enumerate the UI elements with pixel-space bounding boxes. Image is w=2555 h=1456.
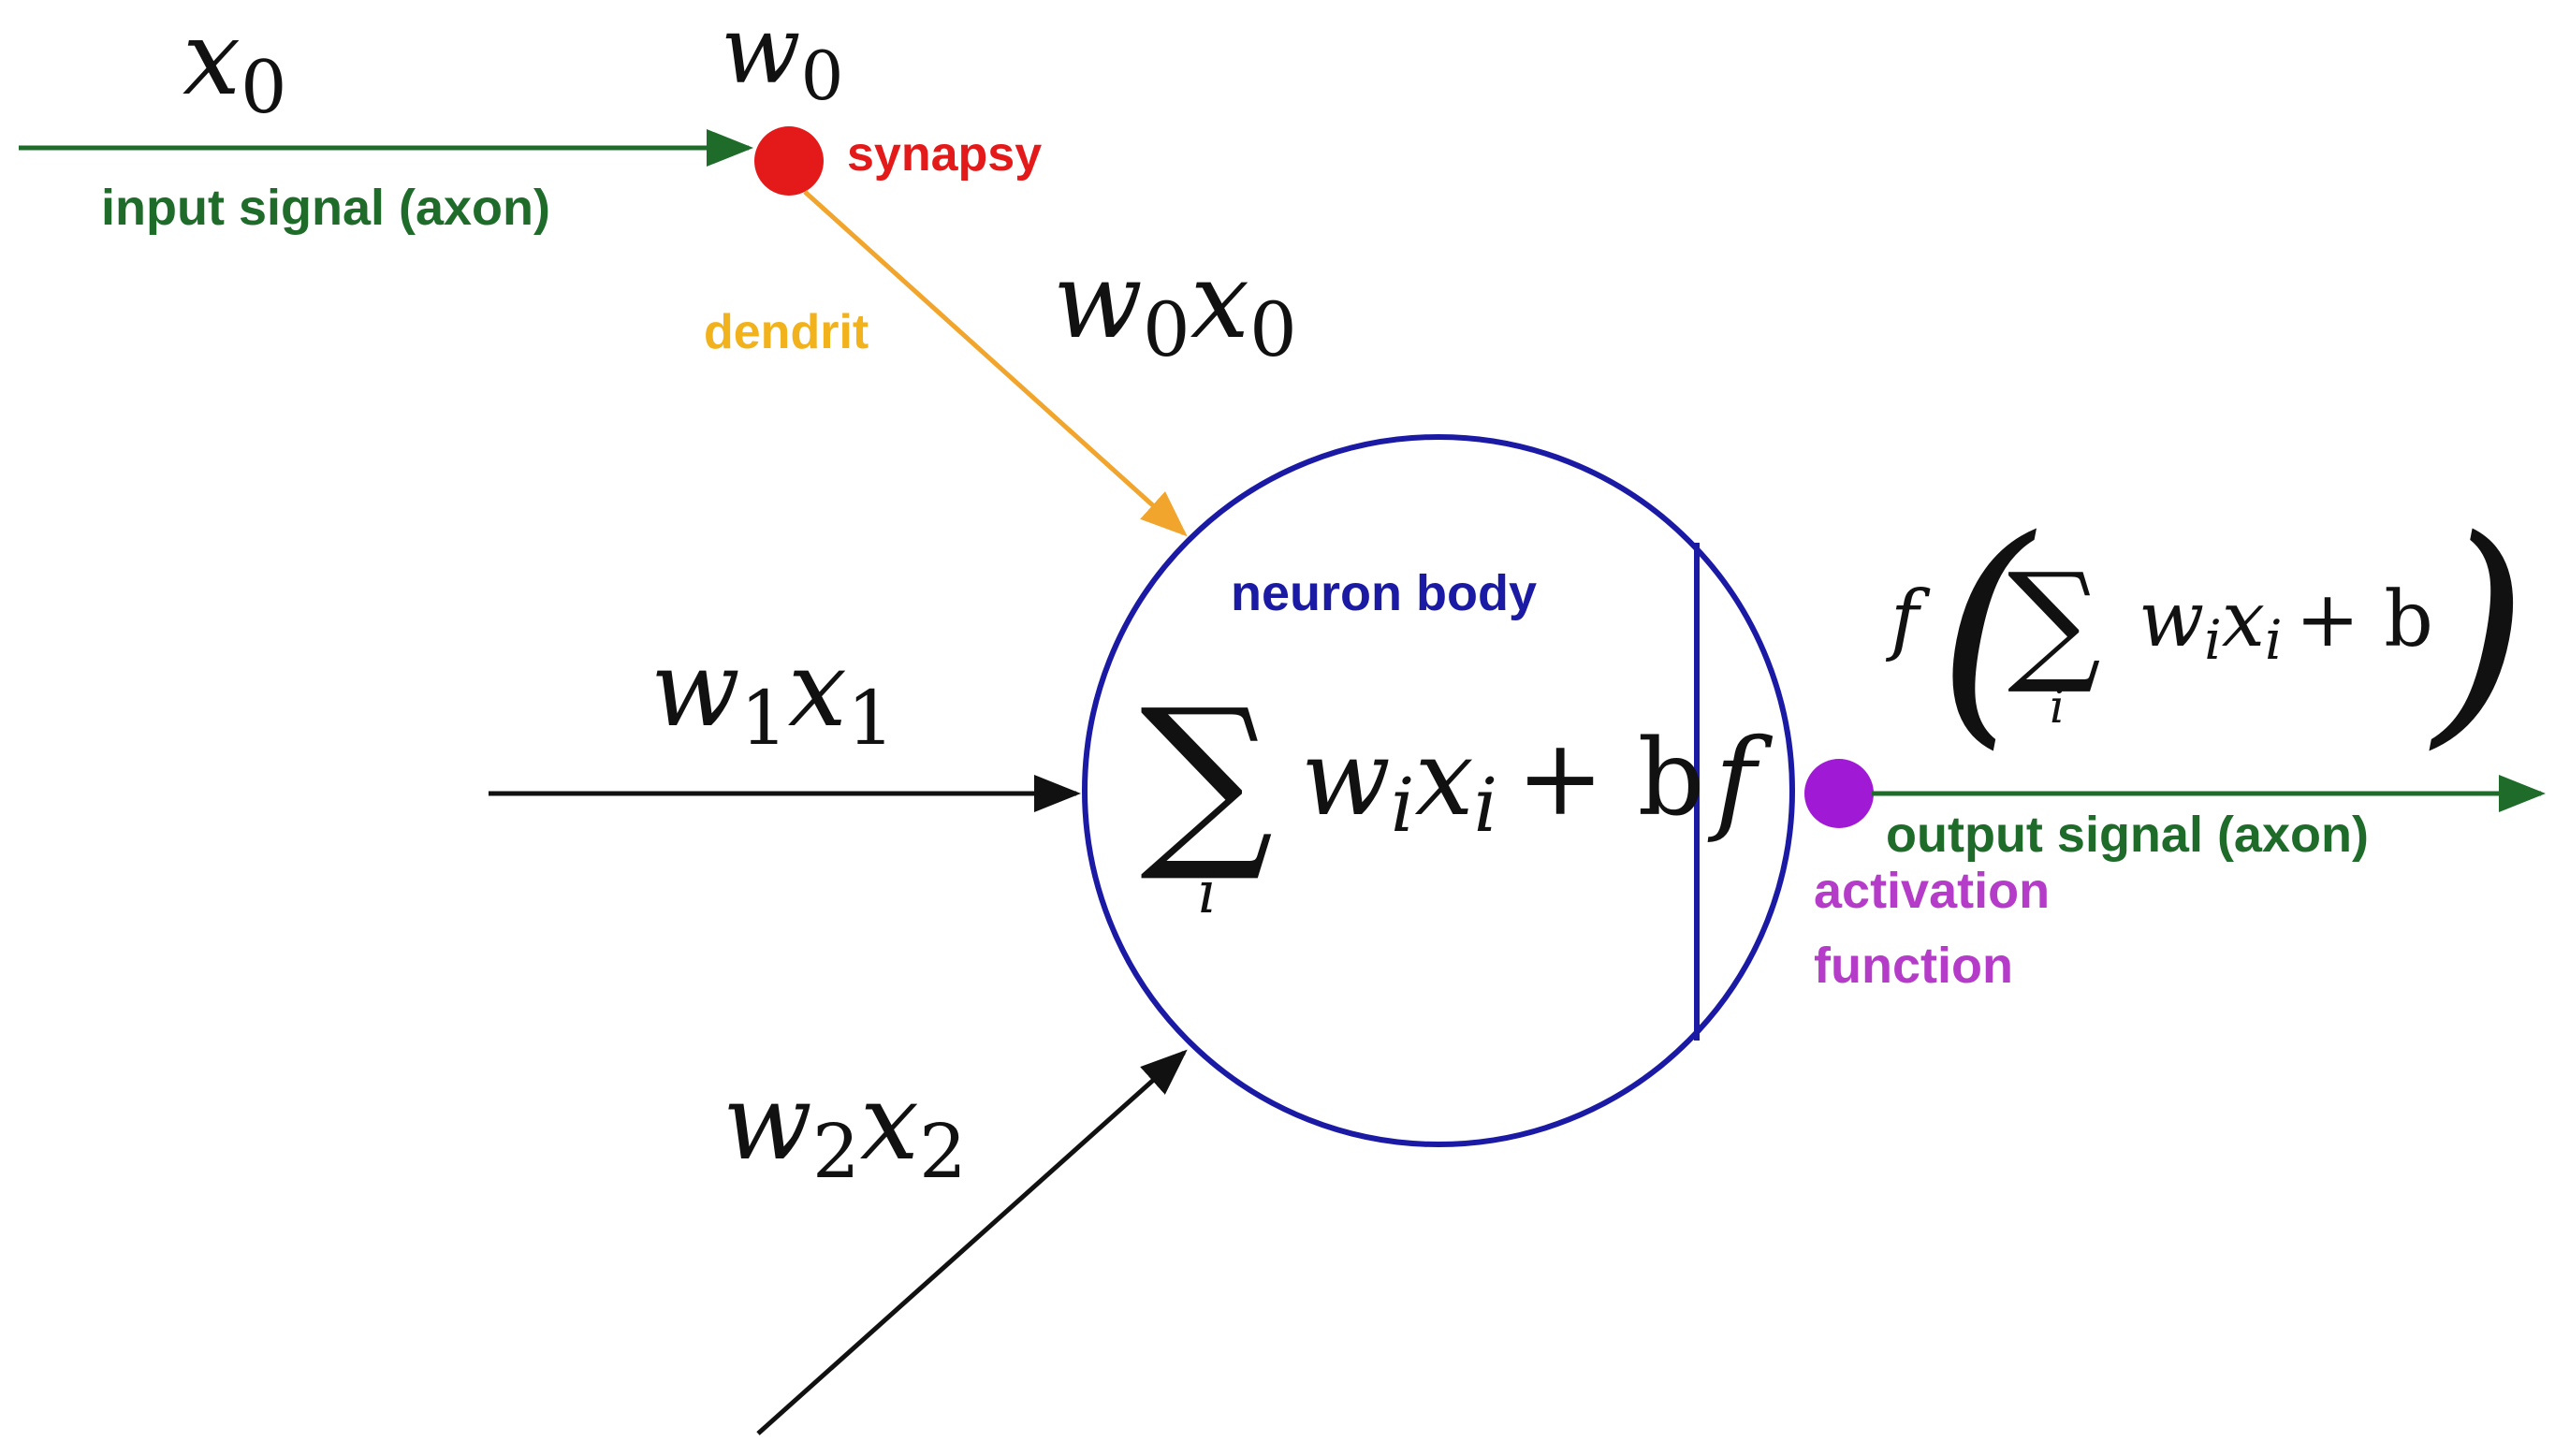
output-signal-label: output signal (axon) bbox=[1886, 807, 2369, 863]
w2x2-label: w2x2 bbox=[723, 1062, 967, 1195]
w2x2-arrow bbox=[756, 1049, 1188, 1435]
sum-index: i bbox=[1198, 858, 1217, 926]
activation-dot bbox=[1804, 759, 1874, 828]
x0-label: x0 bbox=[182, 0, 287, 130]
w0x0-label: w0x0 bbox=[1053, 240, 1297, 373]
output-lparen: ( bbox=[1937, 488, 2040, 771]
sum-symbol: ∑ bbox=[1140, 669, 1274, 887]
output-sum-expression: wixi+ b bbox=[2139, 575, 2433, 672]
synapsy-dot bbox=[754, 126, 824, 196]
output-formula: f ( ∑ i wixi+ b ) bbox=[1885, 488, 2528, 771]
activation-label-line2: function bbox=[1814, 938, 2013, 994]
w1x1-label: w1x1 bbox=[650, 629, 895, 762]
synapsy-label: synapsy bbox=[847, 127, 1042, 182]
w0-label: w0 bbox=[721, 0, 843, 115]
output-sum-symbol: ∑ bbox=[2008, 546, 2101, 698]
neuron-body-label: neuron body bbox=[1231, 565, 1537, 621]
output-rparen: ) bbox=[2426, 488, 2529, 771]
dendrit-label: dendrit bbox=[704, 305, 869, 359]
activation-label-line1: activation bbox=[1814, 863, 2050, 919]
sum-expression: wixi+ b bbox=[1301, 718, 1704, 849]
dendrit-arrow bbox=[803, 190, 1188, 537]
output-sum-index: i bbox=[2050, 679, 2065, 734]
neuron-body-circle bbox=[1082, 434, 1795, 1147]
output-f: f bbox=[1885, 575, 1931, 664]
activation-f-symbol: f bbox=[1707, 716, 1774, 846]
input-signal-label: input signal (axon) bbox=[101, 180, 550, 236]
